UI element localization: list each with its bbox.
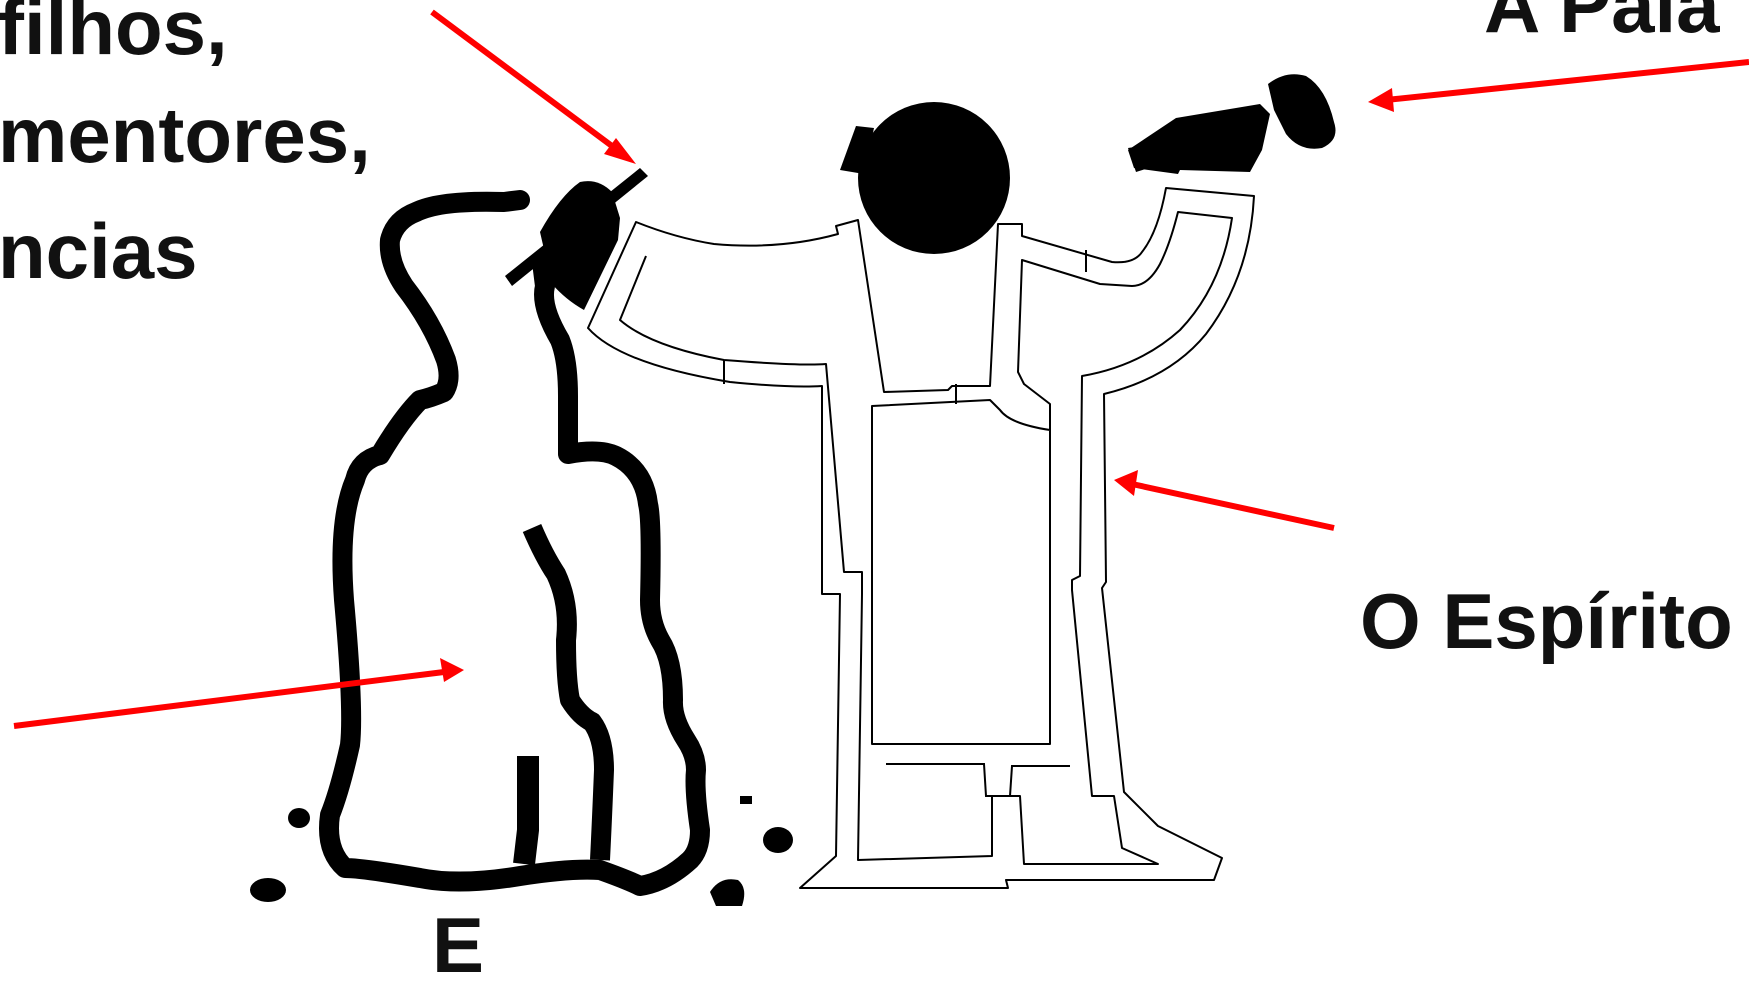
pebble: [250, 878, 286, 902]
robe-outline: [587, 187, 1255, 889]
arrow-to-robe: [1131, 481, 1335, 531]
arrows: [13, 9, 1749, 729]
arrow-head: [1368, 88, 1394, 112]
label-mentores: mentores,: [0, 91, 371, 179]
stone-base-notch: [513, 756, 539, 866]
arrow-to-hammer: [1385, 59, 1749, 103]
label-o-espirito: O Espírito: [1360, 577, 1733, 665]
robe-inner-line: [886, 763, 1070, 797]
hand-left: [540, 181, 620, 310]
sculptor-diagram: [13, 9, 1749, 906]
label-filhos: filhos,: [0, 0, 228, 71]
pebble: [763, 827, 793, 853]
stone-crack: [522, 524, 614, 861]
robe-inner-line: [619, 211, 1233, 865]
arrow-to-stone: [13, 669, 445, 729]
pebble: [710, 879, 745, 906]
pebble: [288, 808, 310, 828]
pebble: [740, 796, 752, 804]
stone-block: [319, 190, 710, 896]
arrow-head: [440, 658, 464, 682]
sculptor-head: [858, 102, 1010, 254]
hammer-head: [1268, 74, 1336, 149]
label-a-palavra: A Pala: [1484, 0, 1720, 49]
sculptor-ear: [840, 126, 874, 174]
arrow-head: [604, 138, 636, 164]
arrow-to-chisel: [430, 9, 622, 155]
label-ncias: ncias: [0, 207, 198, 295]
arrow-head: [1114, 470, 1138, 496]
hammer-handle: [1128, 140, 1182, 172]
